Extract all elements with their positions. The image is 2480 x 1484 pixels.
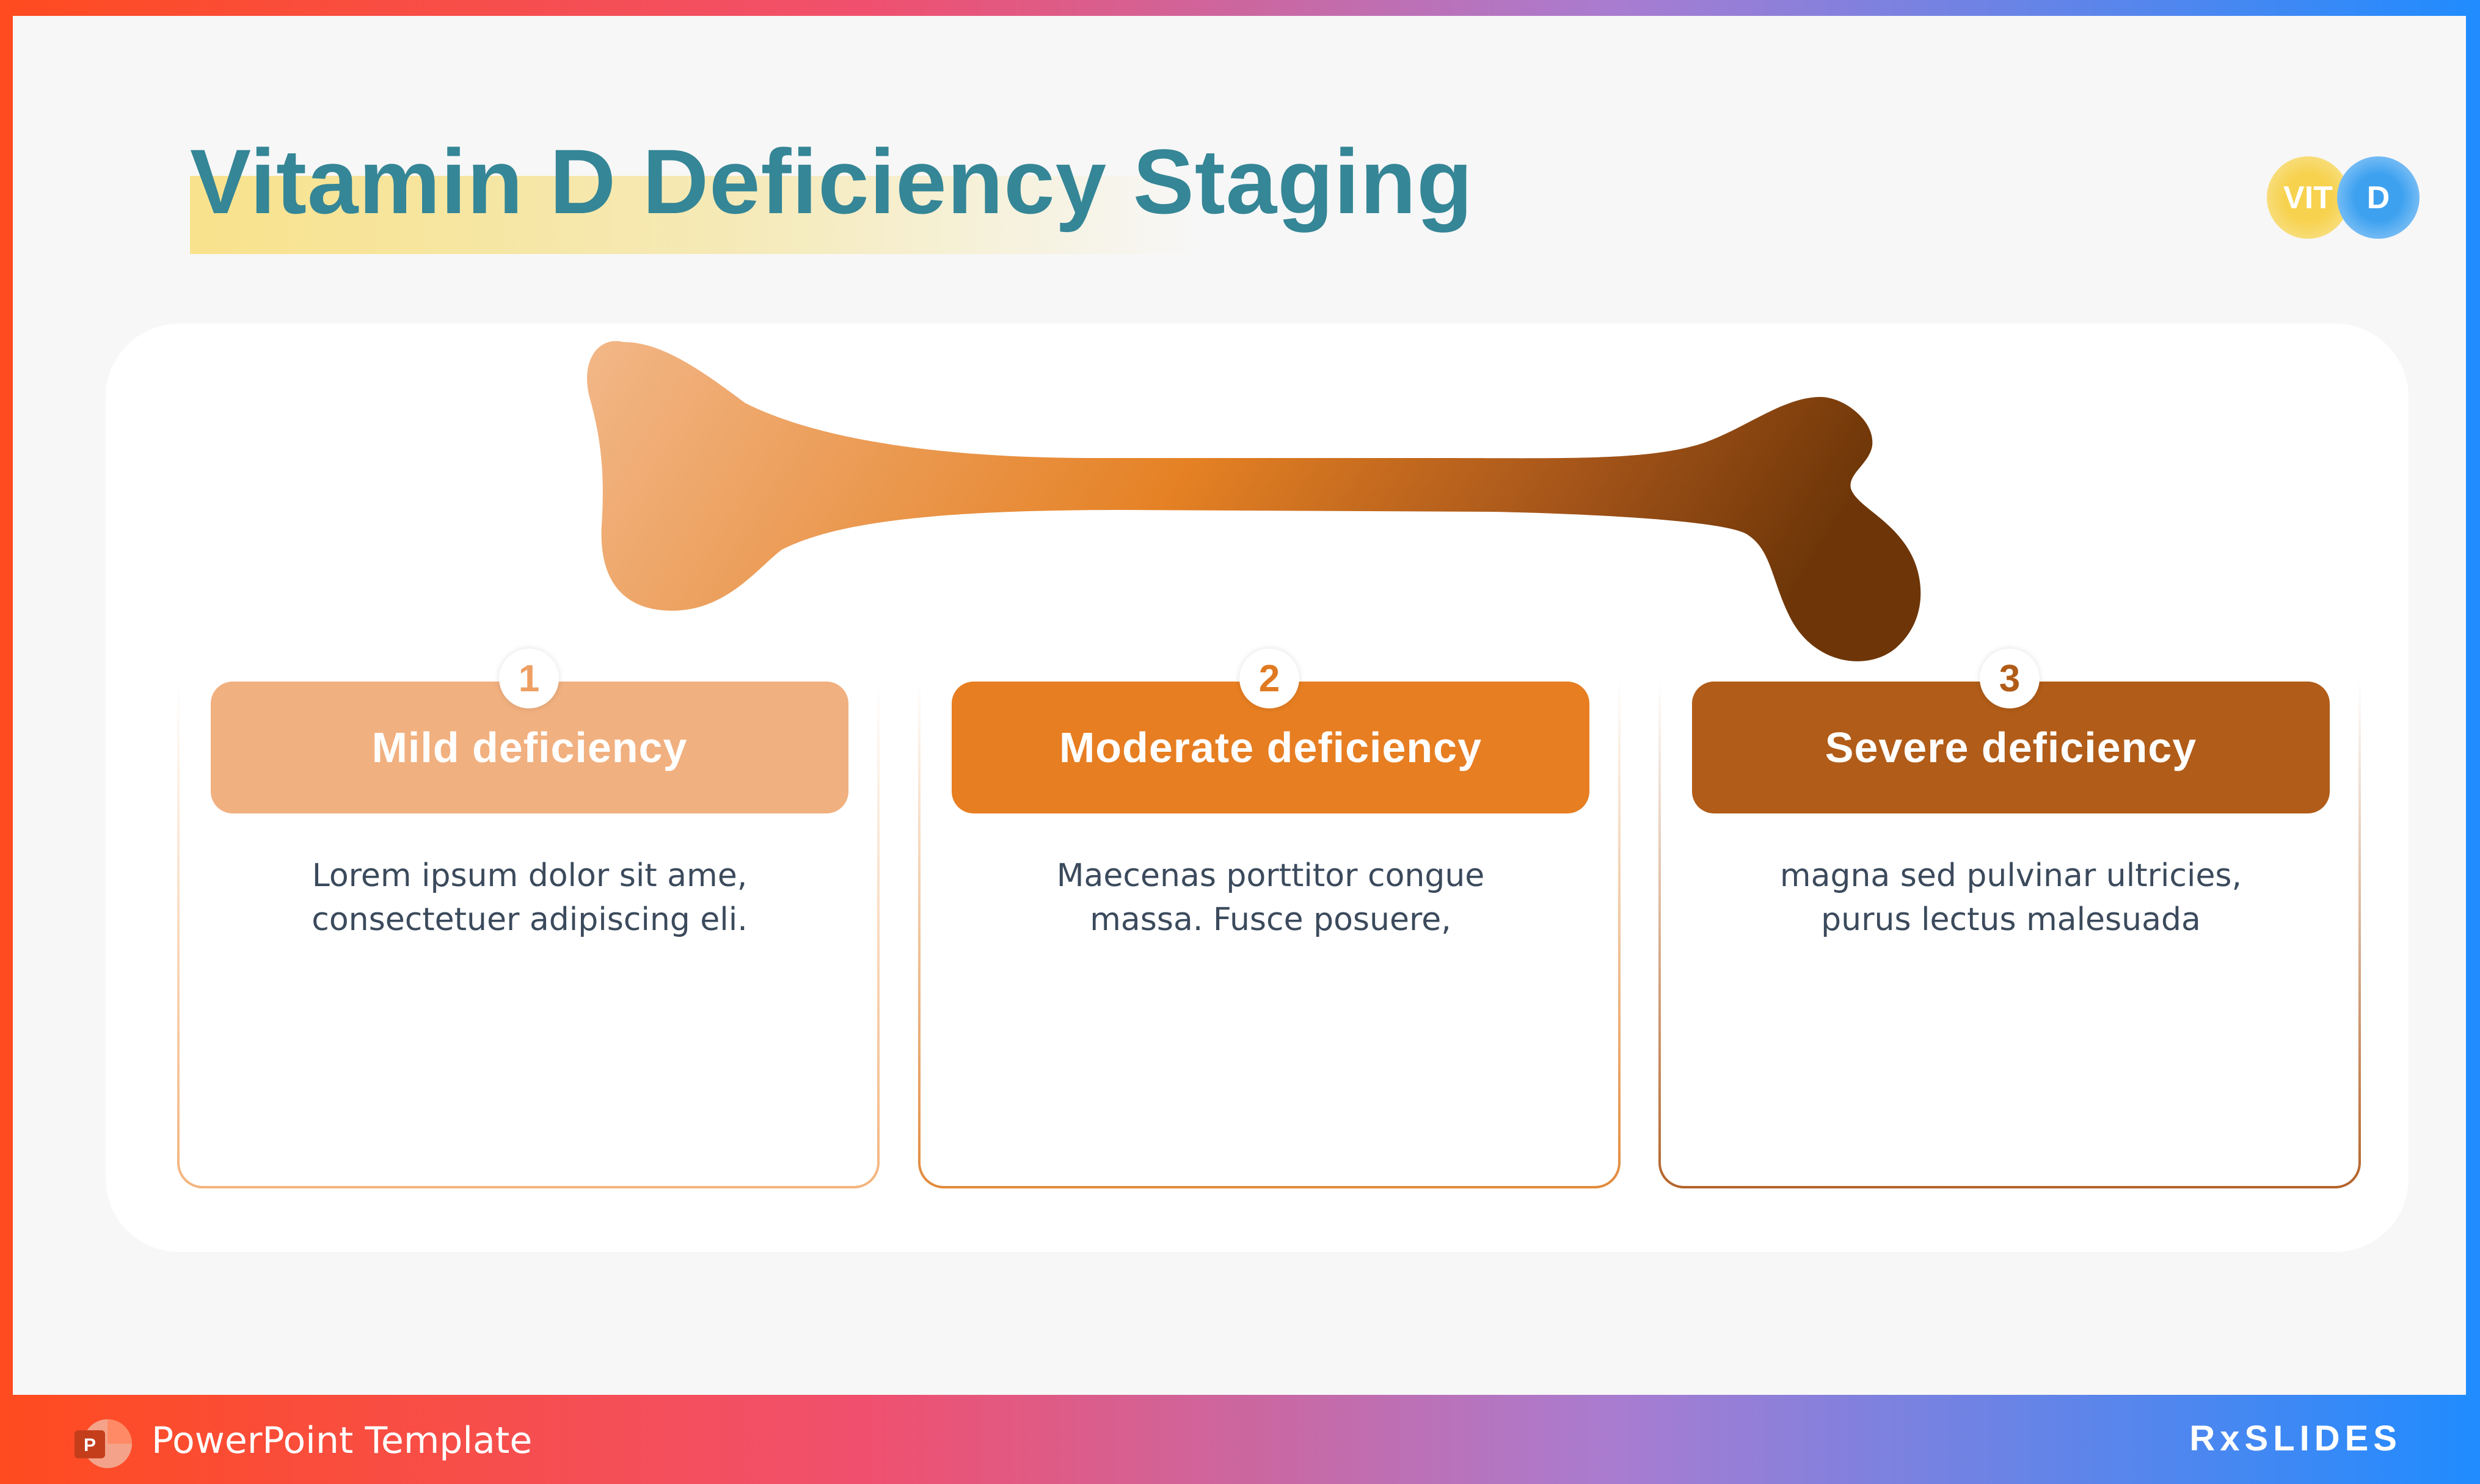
description-line: Lorem ipsum dolor sit ame, (312, 857, 748, 894)
stage-description-2: Maecenas porttitor congue massa. Fusce p… (952, 854, 1589, 942)
stage-header-severe: Severe deficiency (1692, 682, 2330, 813)
vit-circle: VIT (2267, 156, 2349, 239)
description-line: consectetuer adipiscing eli. (312, 901, 748, 938)
description-line: Maecenas porttitor congue (1056, 857, 1485, 894)
svg-text:P: P (84, 1435, 96, 1455)
brand-logo: RxSLIDES (2189, 1419, 2402, 1458)
title-highlight (190, 176, 1198, 254)
footer-bar: P PowerPoint Template RxSLIDES (0, 1395, 2480, 1484)
page-title: Vitamin D Deficiency Staging (190, 130, 1473, 233)
stage-number-3: 3 (1980, 649, 2040, 708)
description-line: magna sed pulvinar ultricies, (1779, 857, 2242, 894)
stage-description-3: magna sed pulvinar ultricies, purus lect… (1692, 854, 2330, 942)
bone-illustration (587, 341, 1921, 661)
d-circle: D (2337, 156, 2420, 239)
vitamin-d-badge: VIT D (2252, 156, 2435, 248)
description-line: purus lectus malesuada (1821, 901, 2201, 938)
stage-description-1: Lorem ipsum dolor sit ame, consectetuer … (211, 854, 848, 942)
stage-number-2: 2 (1239, 649, 1299, 708)
footer-label: PowerPoint Template (151, 1419, 533, 1462)
description-line: massa. Fusce posuere, (1090, 901, 1451, 938)
powerpoint-icon: P (75, 1419, 132, 1468)
stage-number-1: 1 (499, 649, 559, 708)
